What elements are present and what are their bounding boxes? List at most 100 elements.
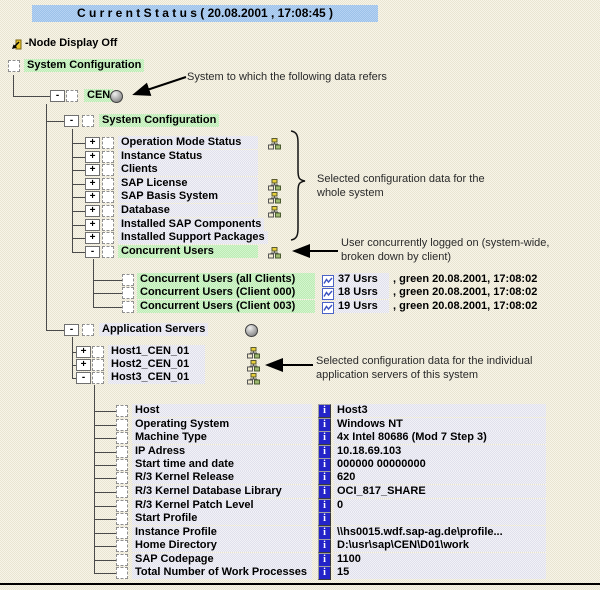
tree-checkbox[interactable] xyxy=(102,137,114,149)
tree-item-config-5[interactable]: Database xyxy=(118,204,258,217)
tree-checkbox[interactable] xyxy=(116,405,128,417)
performance-chart-icon[interactable] xyxy=(322,287,335,300)
tree-item-detail-4[interactable]: Start time and date xyxy=(132,458,312,471)
tree-expander[interactable]: + xyxy=(85,232,100,244)
node-display-off-icon[interactable] xyxy=(10,38,23,50)
tree-checkbox[interactable] xyxy=(102,151,114,163)
tree-expander[interactable]: - xyxy=(85,246,100,258)
concurrent-users-count-2[interactable]: 19 Usrs xyxy=(335,300,389,313)
info-icon[interactable]: i xyxy=(318,404,331,418)
tree-expander[interactable]: + xyxy=(85,191,100,203)
info-icon[interactable]: i xyxy=(318,526,331,540)
info-icon[interactable]: i xyxy=(318,445,331,459)
tree-item-detail-7[interactable]: R/3 Kernel Patch Level xyxy=(132,499,312,512)
performance-chart-icon[interactable] xyxy=(322,301,335,314)
tree-item-concurrent-users-0[interactable]: Concurrent Users (all Clients) xyxy=(137,273,315,286)
tree-checkbox[interactable] xyxy=(116,459,128,471)
tree-item-concurrent-users-1[interactable]: Concurrent Users (Client 000) xyxy=(137,286,315,299)
tree-item-detail-0[interactable]: Host xyxy=(132,404,312,417)
tree-checkbox[interactable] xyxy=(102,178,114,190)
tree-checkbox[interactable] xyxy=(102,232,114,244)
tree-line xyxy=(72,129,73,253)
concurrent-users-count-0[interactable]: 37 Usrs xyxy=(335,273,389,286)
tree-item-detail-2[interactable]: Machine Type xyxy=(132,431,312,444)
tree-expander[interactable]: - xyxy=(64,324,79,336)
tree-checkbox[interactable] xyxy=(116,540,128,552)
tree-checkbox[interactable] xyxy=(92,359,104,371)
tree-checkbox[interactable] xyxy=(122,287,134,299)
info-icon[interactable]: i xyxy=(318,566,331,580)
concurrent-users-count-1[interactable]: 18 Usrs xyxy=(335,286,389,299)
tree-expander[interactable]: + xyxy=(85,137,100,149)
tree-checkbox[interactable] xyxy=(116,472,128,484)
tree-checkbox[interactable] xyxy=(102,205,114,217)
tree-checkbox[interactable] xyxy=(102,246,114,258)
tree-checkbox[interactable] xyxy=(82,324,94,336)
tree-item-detail-12[interactable]: Total Number of Work Processes xyxy=(132,566,312,579)
tree-item-concurrent-users-2[interactable]: Concurrent Users (Client 003) xyxy=(137,300,315,313)
tree-item-detail-8[interactable]: Start Profile xyxy=(132,512,312,525)
tree-checkbox[interactable] xyxy=(116,500,128,512)
tree-expander[interactable]: - xyxy=(50,90,65,102)
tree-item-config-8[interactable]: Concurrent Users xyxy=(118,245,258,258)
tree-item-detail-3[interactable]: IP Adress xyxy=(132,445,312,458)
tree-checkbox[interactable] xyxy=(66,90,78,102)
tree-item-detail-11[interactable]: SAP Codepage xyxy=(132,553,312,566)
tree-checkbox[interactable] xyxy=(116,486,128,498)
tree-checkbox[interactable] xyxy=(92,372,104,384)
tree-item-config-7[interactable]: Installed Support Packages xyxy=(118,231,268,244)
tree-expander[interactable]: + xyxy=(76,346,91,358)
tree-item-config-0[interactable]: Operation Mode Status xyxy=(118,136,258,149)
info-icon[interactable]: i xyxy=(318,431,331,445)
tree-item-cen[interactable]: CEN xyxy=(84,89,114,102)
tree-item-detail-1[interactable]: Operating System xyxy=(132,418,312,431)
tree-item-config-4[interactable]: SAP Basis System xyxy=(118,190,258,203)
info-icon[interactable]: i xyxy=(318,418,331,432)
tree-expander[interactable]: + xyxy=(85,178,100,190)
tree-checkbox[interactable] xyxy=(116,554,128,566)
tree-checkbox[interactable] xyxy=(116,419,128,431)
tree-item-config-2[interactable]: Clients xyxy=(118,163,258,176)
tree-checkbox[interactable] xyxy=(116,567,128,579)
tree-item-detail-5[interactable]: R/3 Kernel Release xyxy=(132,471,312,484)
tree-item-config-1[interactable]: Instance Status xyxy=(118,150,258,163)
tree-expander[interactable]: + xyxy=(76,359,91,371)
tree-expander[interactable]: + xyxy=(85,164,100,176)
info-icon[interactable]: i xyxy=(318,499,331,513)
tree-checkbox[interactable] xyxy=(92,346,104,358)
tree-item-host-0[interactable]: Host1_CEN_01 xyxy=(108,345,205,358)
tree-item-config-3[interactable]: SAP License xyxy=(118,177,258,190)
tree-item-detail-10[interactable]: Home Directory xyxy=(132,539,312,552)
info-icon[interactable]: i xyxy=(318,512,331,526)
info-icon[interactable]: i xyxy=(318,458,331,472)
info-icon[interactable]: i xyxy=(318,485,331,499)
tree-item-detail-6[interactable]: R/3 Kernel Database Library xyxy=(132,485,312,498)
tree-item-host-2[interactable]: Host3_CEN_01 xyxy=(108,371,205,384)
tree-expander[interactable]: + xyxy=(85,151,100,163)
tree-checkbox[interactable] xyxy=(122,301,134,313)
tree-item-host-1[interactable]: Host2_CEN_01 xyxy=(108,358,205,371)
tree-expander[interactable]: - xyxy=(64,115,79,127)
tree-checkbox[interactable] xyxy=(102,191,114,203)
tree-checkbox[interactable] xyxy=(116,432,128,444)
tree-checkbox[interactable] xyxy=(8,60,20,72)
info-icon[interactable]: i xyxy=(318,553,331,567)
tree-expander[interactable]: - xyxy=(76,372,91,384)
tree-expander[interactable]: + xyxy=(85,219,100,231)
performance-chart-icon[interactable] xyxy=(322,274,335,287)
tree-checkbox[interactable] xyxy=(116,446,128,458)
tree-checkbox[interactable] xyxy=(122,274,134,286)
tree-item-config-6[interactable]: Installed SAP Components xyxy=(118,218,265,231)
tree-item-system-configuration[interactable]: System Configuration xyxy=(99,114,220,127)
tree-checkbox[interactable] xyxy=(82,115,94,127)
tree-checkbox[interactable] xyxy=(102,164,114,176)
info-icon[interactable]: i xyxy=(318,539,331,553)
info-icon[interactable]: i xyxy=(318,471,331,485)
tree-checkbox[interactable] xyxy=(116,513,128,525)
tree-expander[interactable]: + xyxy=(85,205,100,217)
tree-item-application-servers[interactable]: Application Servers xyxy=(99,323,209,336)
tree-item-root-system-configuration[interactable]: System Configuration xyxy=(24,59,145,72)
tree-checkbox[interactable] xyxy=(102,219,114,231)
tree-checkbox[interactable] xyxy=(116,527,128,539)
tree-item-detail-9[interactable]: Instance Profile xyxy=(132,526,312,539)
